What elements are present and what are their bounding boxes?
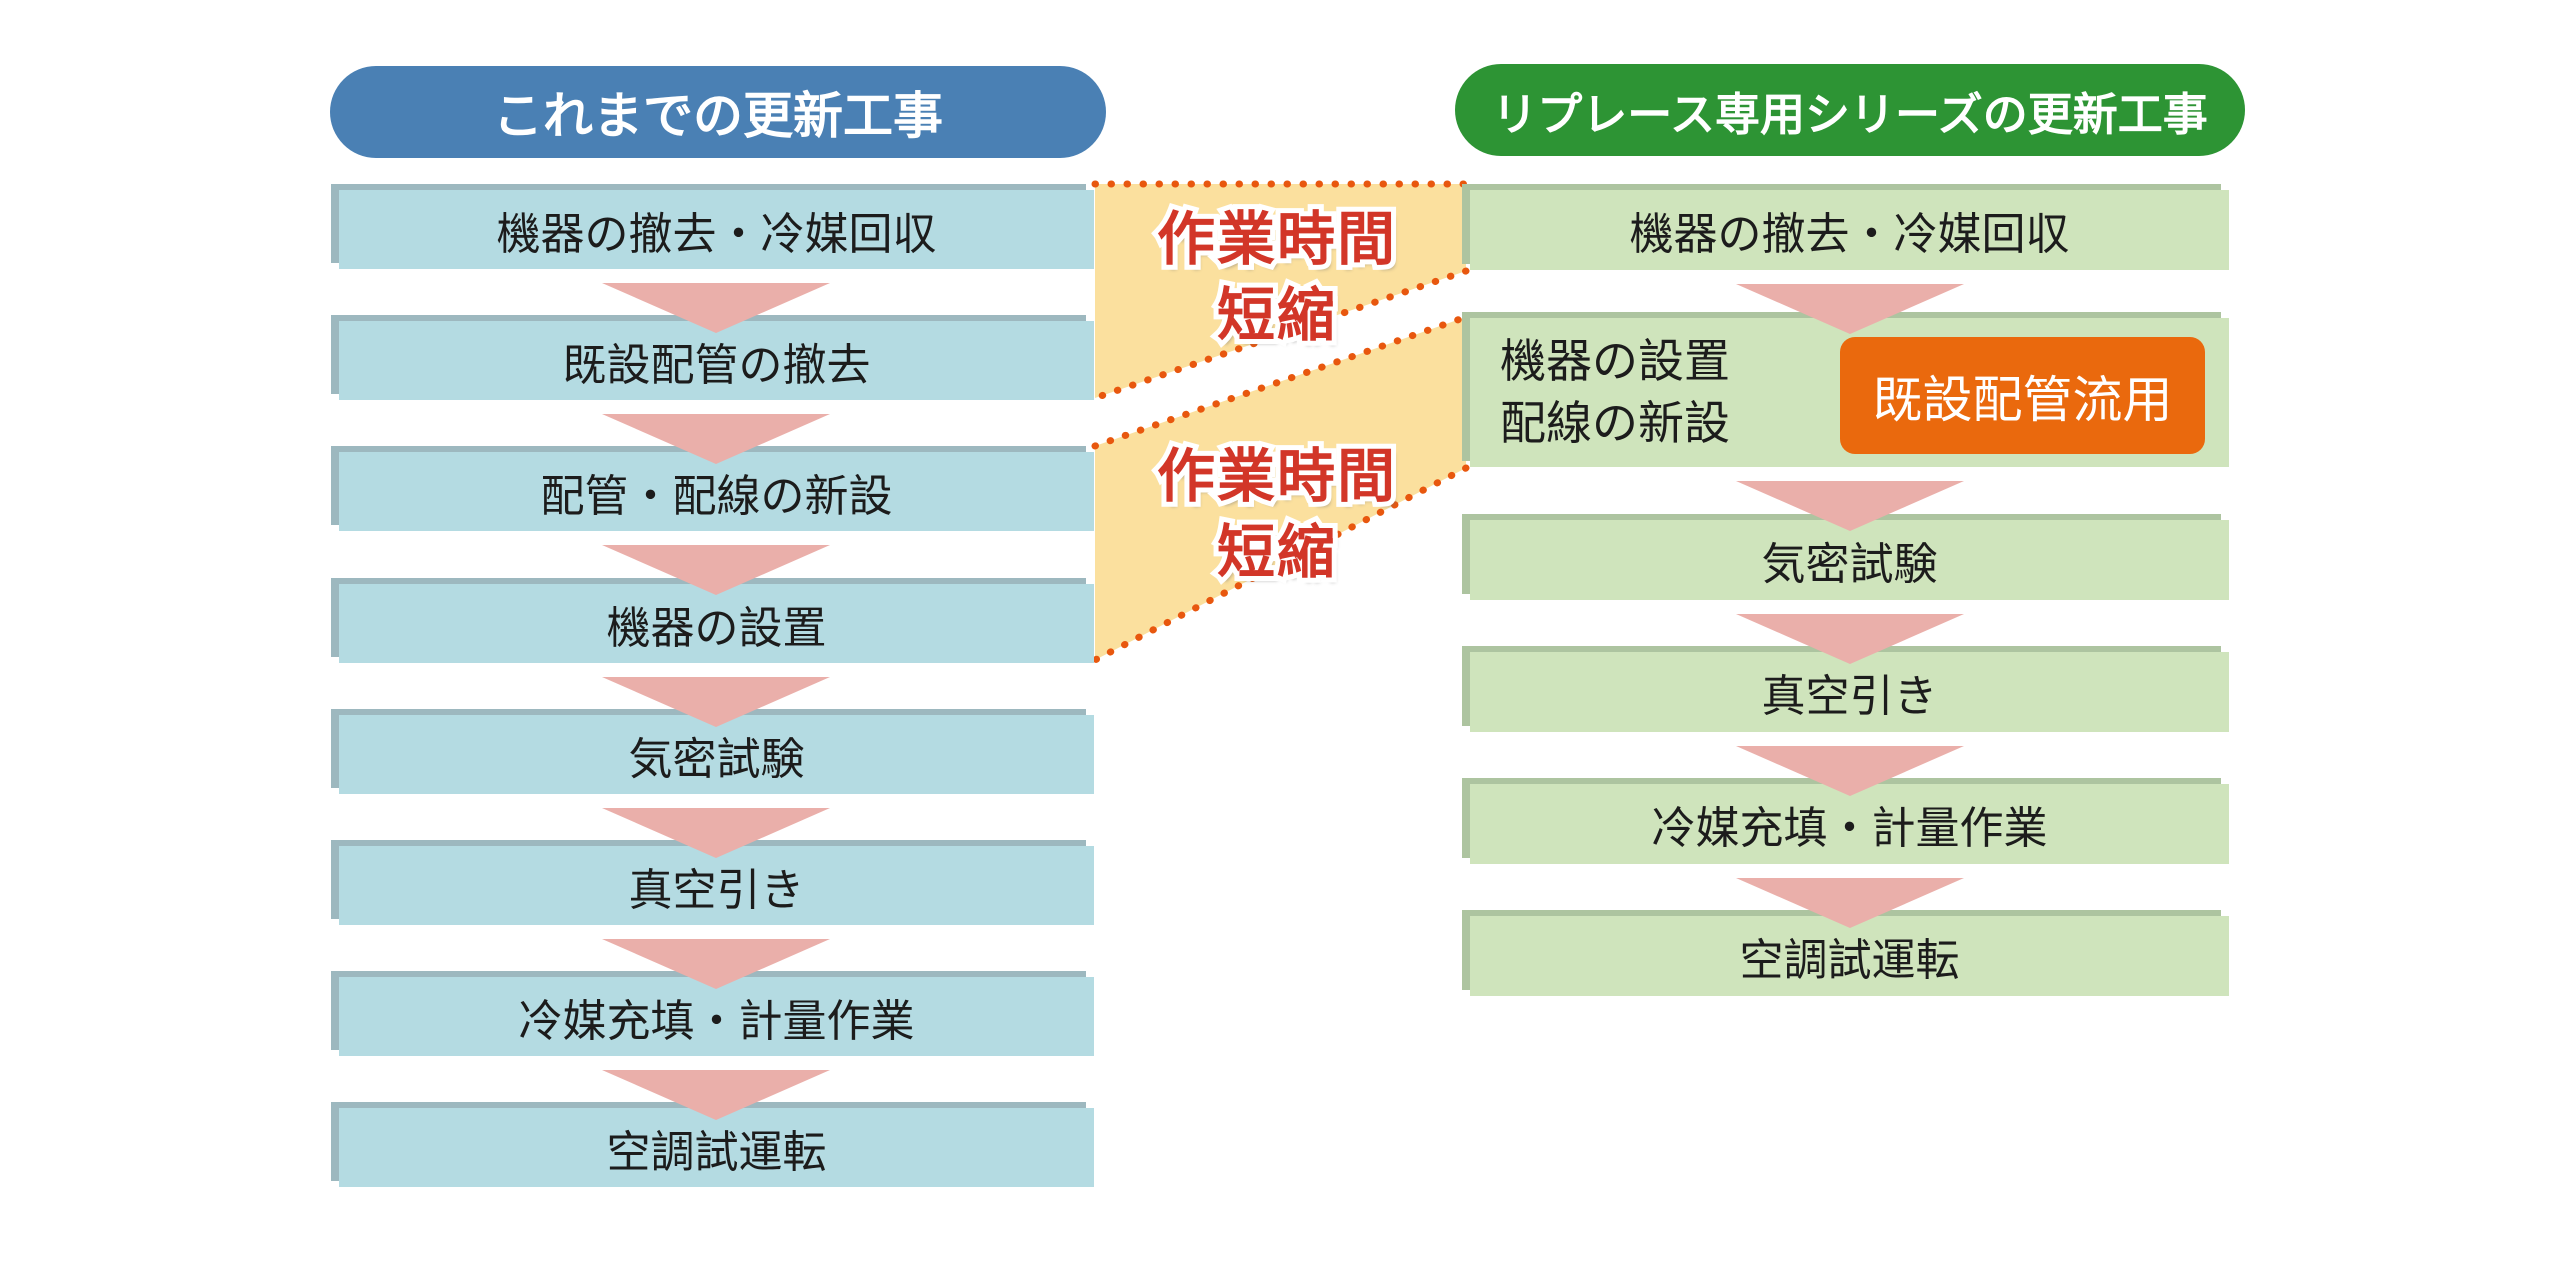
down-arrow-icon xyxy=(1736,878,1964,928)
down-arrow-icon xyxy=(1736,746,1964,796)
step-label: 真空引き xyxy=(1761,672,1938,721)
left-step-box-5: 気密試験 xyxy=(339,715,1094,794)
down-arrow-icon xyxy=(602,1070,830,1120)
step-label: 冷媒充填・計量作業 xyxy=(518,996,915,1046)
time-reduction-label-1-outline: 作業時間 短縮 xyxy=(1152,202,1400,353)
down-arrow-icon xyxy=(1736,284,1964,334)
step-label-line-2: 配線の新設 xyxy=(1500,397,1730,449)
step-label: 気密試験 xyxy=(1761,540,1938,589)
step-label-line-1: 機器の設置 xyxy=(1500,335,1730,387)
right-step-box-6: 空調試運転 xyxy=(1470,916,2229,996)
right-step-box-4: 真空引き xyxy=(1470,652,2229,732)
band-2-top-dotted-edge xyxy=(1091,313,1470,450)
existing-piping-reuse-badge: 既設配管流用 xyxy=(1840,337,2205,454)
left-step-box-1: 機器の撤去・冷媒回収 xyxy=(339,190,1094,269)
step-label: 空調試運転 xyxy=(1739,936,1960,985)
step-label: 機器の撤去・冷媒回収 xyxy=(496,209,937,259)
step-label: 冷媒充填・計量作業 xyxy=(1651,804,2048,853)
time-reduction-label-1: 作業時間 短縮 作業時間 短縮 xyxy=(1087,202,1467,354)
step-label: 配管・配線の新設 xyxy=(540,471,893,521)
left-step-box-2: 既設配管の撤去 xyxy=(339,321,1094,400)
left-step-box-8: 空調試運転 xyxy=(339,1108,1094,1187)
left-flow-title-label: これまでの更新工事 xyxy=(493,88,943,144)
badge-label: 既設配管流用 xyxy=(1872,371,2173,428)
time-reduction-bands xyxy=(1091,180,1470,664)
right-step-box-1: 機器の撤去・冷媒回収 xyxy=(1470,190,2229,270)
left-step-box-7: 冷媒充填・計量作業 xyxy=(339,977,1094,1056)
down-arrow-icon xyxy=(602,677,830,727)
right-flow-title: リプレース専用シリーズの更新工事 xyxy=(1455,64,2245,156)
down-arrow-icon xyxy=(602,939,830,989)
time-reduction-label-2: 作業時間 短縮 作業時間 短縮 xyxy=(1087,439,1467,591)
step-label: 機器の設置 配線の新設 xyxy=(1500,330,1730,454)
down-arrow-icon xyxy=(1736,481,1964,531)
step-label: 気密試験 xyxy=(628,734,805,784)
left-step-box-6: 真空引き xyxy=(339,846,1094,925)
left-flow-title: これまでの更新工事 xyxy=(330,66,1106,158)
time-reduction-label-2-text: 作業時間 短縮 xyxy=(1156,444,1397,585)
time-reduction-label-2-outline: 作業時間 短縮 xyxy=(1152,439,1400,590)
right-step-box-3: 気密試験 xyxy=(1470,520,2229,600)
time-reduction-label-1-text: 作業時間 短縮 xyxy=(1156,207,1397,348)
down-arrow-icon xyxy=(1736,614,1964,664)
step-label: 空調試運転 xyxy=(606,1127,827,1177)
band-1-bottom-dotted-edge xyxy=(1091,267,1470,402)
right-step-box-2: 機器の設置 配線の新設 既設配管流用 xyxy=(1470,318,2229,467)
time-reduction-band-2 xyxy=(1095,317,1466,660)
left-step-box-4: 機器の設置 xyxy=(339,584,1094,663)
down-arrow-icon xyxy=(602,283,830,333)
down-arrow-icon xyxy=(602,545,830,595)
right-step-box-5: 冷媒充填・計量作業 xyxy=(1470,784,2229,864)
right-flow-title-label: リプレース専用シリーズの更新工事 xyxy=(1492,88,2208,140)
down-arrow-icon xyxy=(602,808,830,858)
time-reduction-band-1 xyxy=(1095,184,1466,398)
band-2-bottom-dotted-edge xyxy=(1091,464,1470,664)
down-arrow-icon xyxy=(602,414,830,464)
step-label: 既設配管の撤去 xyxy=(562,340,871,390)
left-step-box-3: 配管・配線の新設 xyxy=(339,452,1094,531)
step-label: 真空引き xyxy=(628,865,805,915)
step-label: 機器の設置 xyxy=(606,603,827,653)
step-label: 機器の撤去・冷媒回収 xyxy=(1629,210,2070,259)
